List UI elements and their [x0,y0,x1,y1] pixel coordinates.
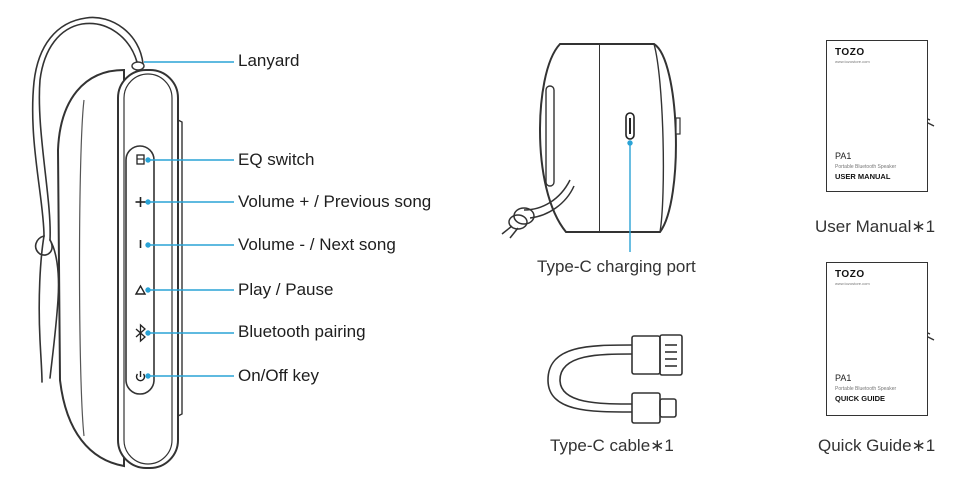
button-strip [125,145,155,395]
label-volume-up: Volume + / Previous song [238,192,432,211]
typec-cable [547,334,683,424]
speaker-body [56,68,125,468]
caption-user-manual: User Manual∗1 [815,217,936,236]
manual-title: USER MANUAL [835,172,891,181]
eq-icon [136,154,145,165]
typec-port-icon [625,112,635,140]
lanyard-strap [31,16,144,383]
guide-subtitle: Portable Bluetooth Speaker [835,386,897,392]
manual-subtitle: Portable Bluetooth Speaker [835,164,897,170]
power-icon [135,371,146,382]
caption-typec-cable: Type-C cable∗1 [550,436,674,455]
play-pause-icon [134,284,147,295]
guide-title: QUICK GUIDE [835,394,886,403]
user-manual-booklet: TOZO www.tozostore.com PA1 Portable Blue… [826,40,928,192]
label-on-off-key: On/Off key [238,366,319,385]
label-eq-switch: EQ switch [238,150,315,169]
manual-brand-sub: www.tozostore.com [835,59,870,64]
quick-guide-booklet: TOZO www.tozostore.com PA1 Portable Blue… [826,262,928,416]
label-typec-port: Type-C charging port [537,257,696,276]
plus-icon [135,197,146,207]
guide-brand-sub: www.tozostore.com [835,281,870,286]
lanyard-knot [501,179,575,239]
label-play-pause: Play / Pause [238,280,334,299]
guide-brand: TOZO [835,269,865,280]
label-volume-down: Volume - / Next song [238,235,396,254]
guide-model: PA1 [835,373,852,383]
caption-quick-guide: Quick Guide∗1 [818,436,936,455]
label-lanyard: Lanyard [238,51,300,70]
manual-brand: TOZO [835,47,865,58]
manual-model: PA1 [835,151,852,161]
label-bluetooth-pairing: Bluetooth pairing [238,322,366,341]
speaker-front-view [538,43,681,233]
bluetooth-icon [135,323,146,343]
